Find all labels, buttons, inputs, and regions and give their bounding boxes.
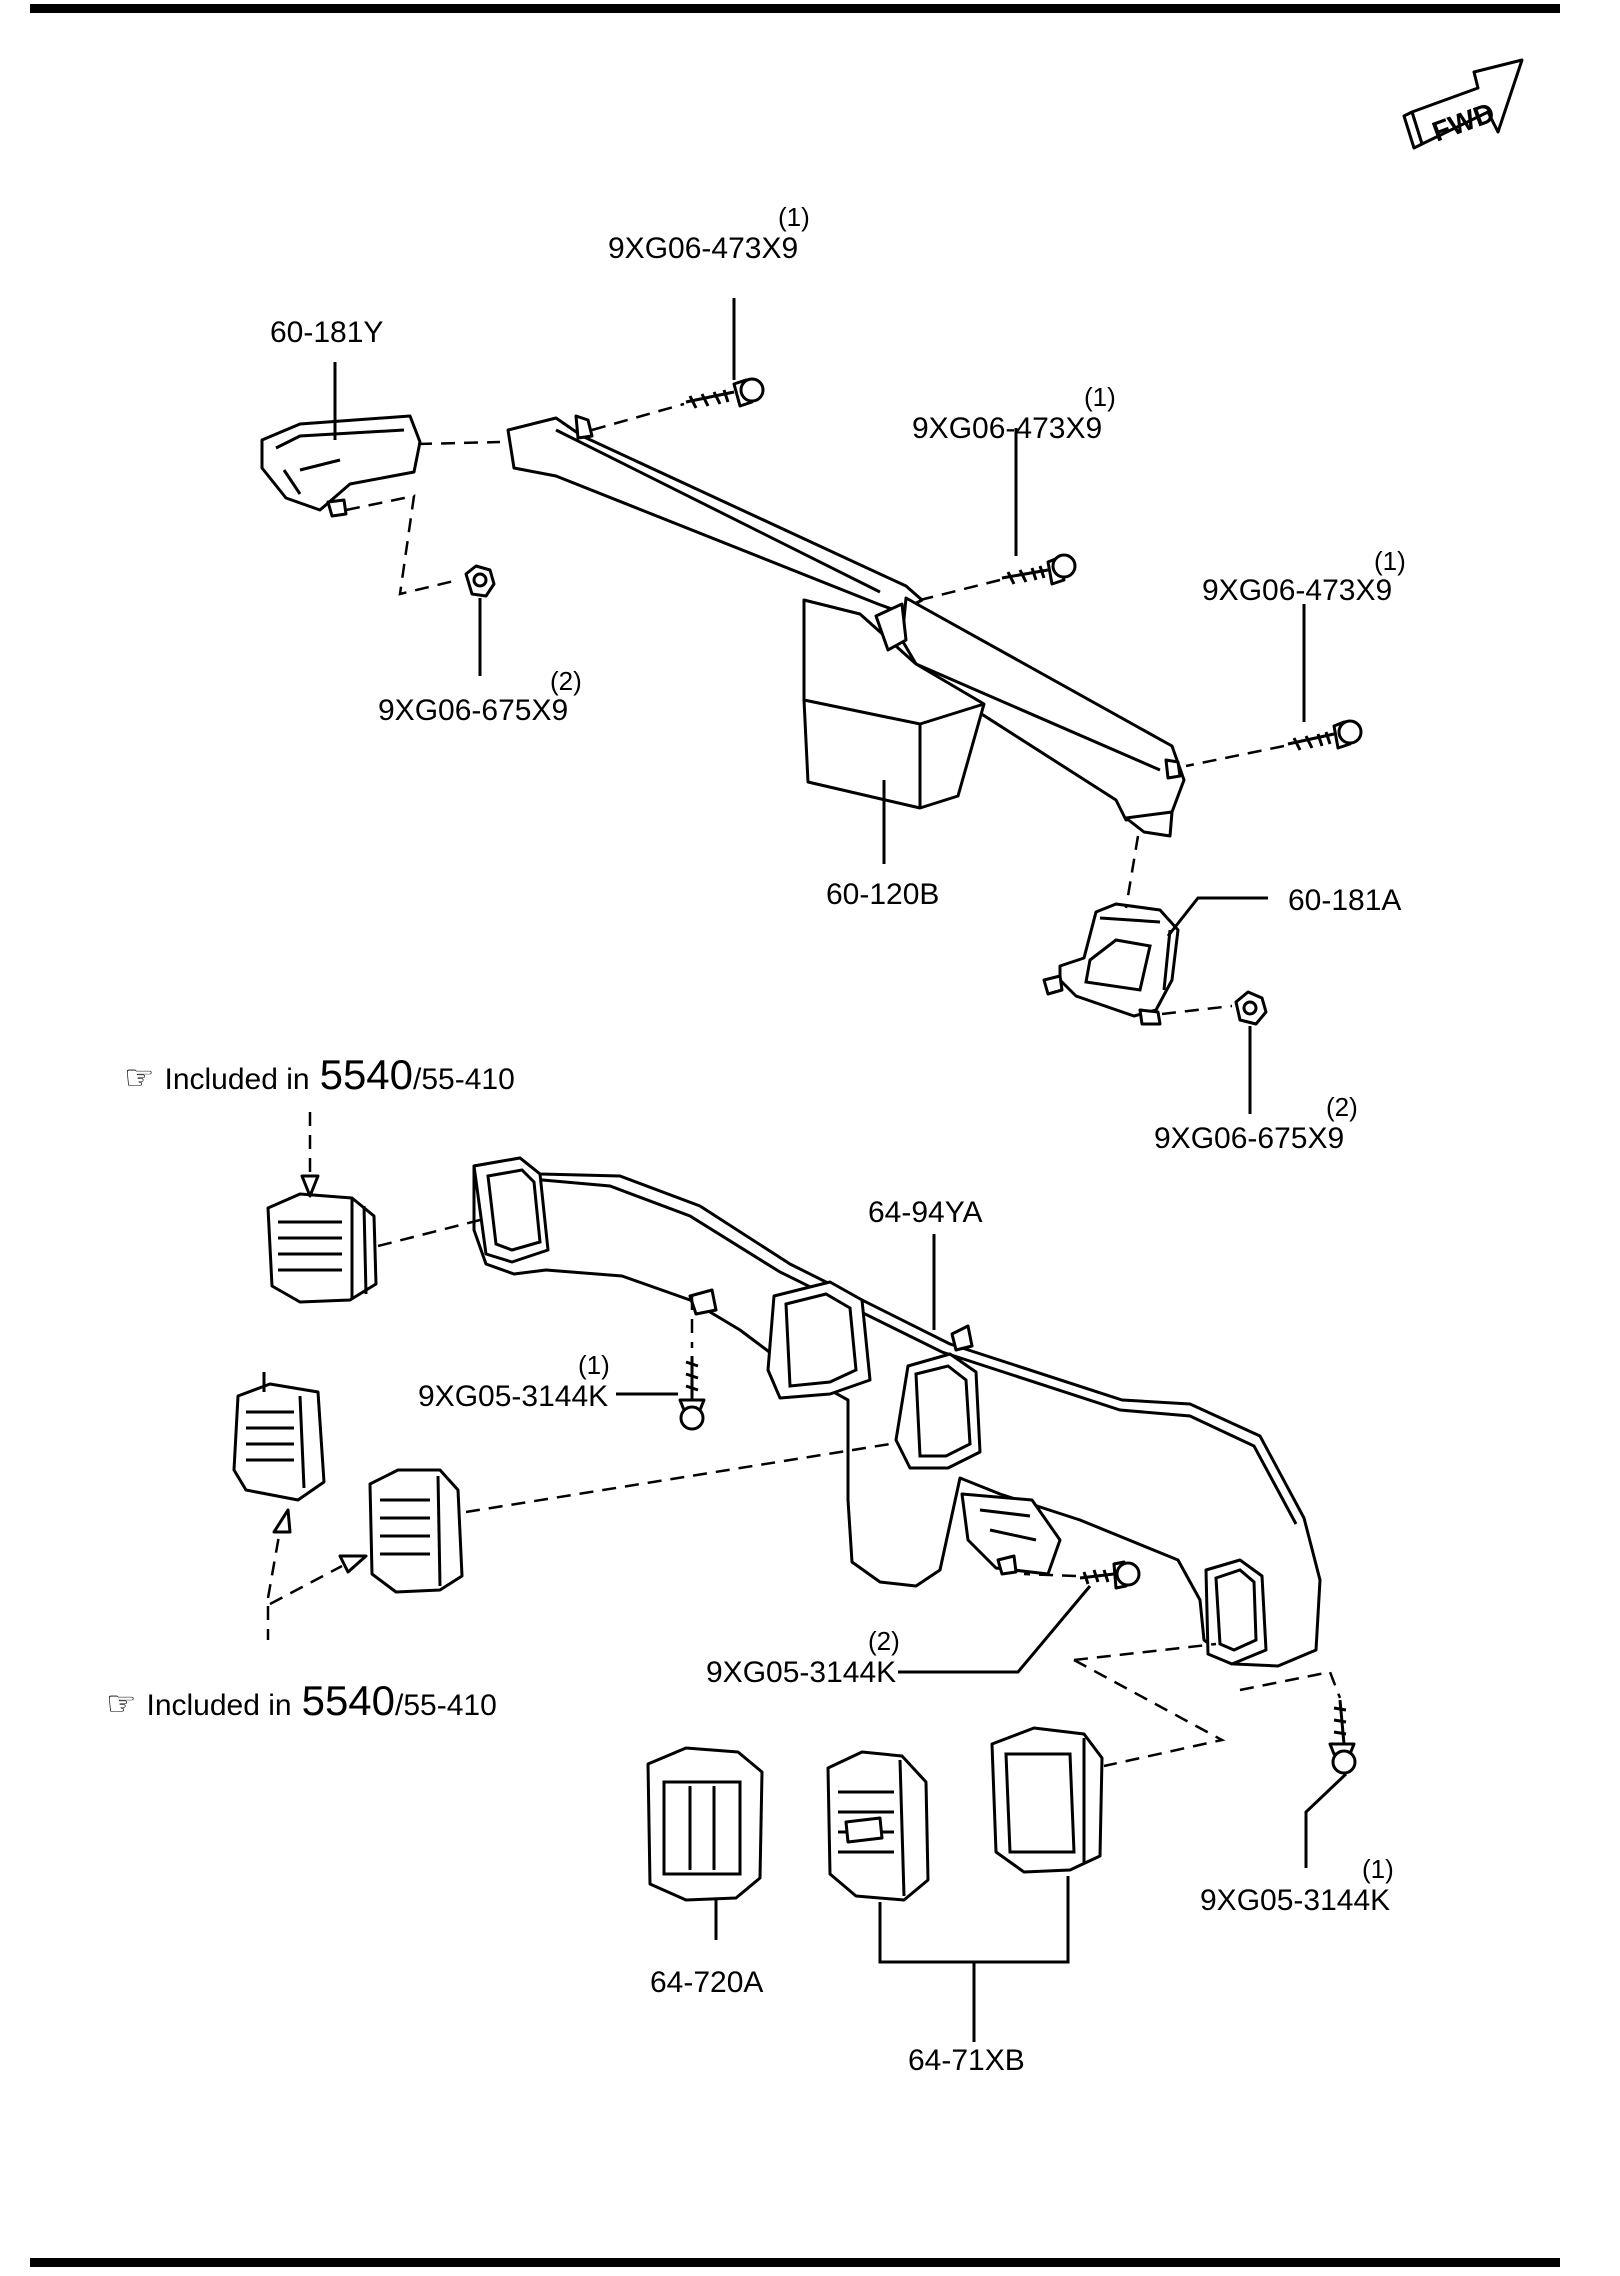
- screw-icon: [1079, 1560, 1141, 1590]
- included-text: Included in: [146, 1689, 292, 1722]
- screw-b-qty: (2): [868, 1626, 900, 1656]
- bolt-icon: [1287, 719, 1363, 751]
- nut-left-label: 9XG06-675X9: [378, 694, 569, 727]
- screw-c-qty: (1): [1362, 1854, 1394, 1884]
- nut-icon: [1234, 990, 1268, 1026]
- bottom-rule: [30, 2258, 1560, 2267]
- nut-right-qty: (2): [1326, 1092, 1358, 1122]
- side-vent-small: [232, 1372, 326, 1502]
- nut-right-label: 9XG06-675X9: [1154, 1122, 1345, 1155]
- bolt-icon: [1001, 553, 1077, 586]
- top-rule: [30, 4, 1560, 13]
- screw-a-qty: (1): [578, 1350, 610, 1380]
- outlet-vent-64-71XB-right: [990, 1726, 1104, 1874]
- center-vent-small: [368, 1468, 464, 1594]
- bolt-b-qty: (1): [1084, 382, 1116, 412]
- included-note-bottom: ☞ Included in 5540/55-410: [106, 1680, 497, 1722]
- right-duct-label: 60-181A: [1288, 884, 1402, 917]
- nut-icon: [464, 564, 496, 598]
- bolt-c-qty: (1): [1374, 546, 1406, 576]
- pointing-hand-icon: ☞: [106, 1685, 137, 1723]
- screw-c-label: 9XG05-3144K: [1200, 1884, 1391, 1917]
- included-note-top: ☞ Included in 5540/55-410: [124, 1054, 515, 1096]
- fwd-arrow-icon: FWD: [1402, 58, 1524, 150]
- bolt-b-label: 9XG06-473X9: [912, 412, 1103, 445]
- upper-center-duct: [506, 414, 1186, 838]
- included-ref-suffix: /55-410: [413, 1063, 515, 1096]
- outlet-vent-64-720A: [646, 1746, 764, 1902]
- outlet-vent-64-71XB-left: [826, 1750, 930, 1902]
- vent-pair-label: 64-71XB: [908, 2044, 1025, 2077]
- included-ref: 5540: [301, 1677, 396, 1724]
- vent-single-label: 64-720A: [650, 1966, 764, 1999]
- bolt-a-qty: (1): [778, 202, 810, 232]
- bolt-icon: [685, 377, 765, 409]
- screw-b-label: 9XG05-3144K: [706, 1656, 897, 1689]
- included-ref-suffix: /55-410: [395, 1689, 497, 1722]
- center-duct-label: 60-120B: [826, 878, 940, 911]
- left-side-duct: [260, 414, 422, 518]
- bolt-c-label: 9XG06-473X9: [1202, 574, 1393, 607]
- bolt-a-label: 9XG06-473X9: [608, 232, 799, 265]
- left-duct-label: 60-181Y: [270, 316, 384, 349]
- main-duct-label: 64-94YA: [868, 1196, 983, 1229]
- included-text: Included in: [164, 1063, 310, 1096]
- lower-main-duct: [472, 1156, 1322, 1668]
- screw-icon: [678, 1356, 706, 1431]
- screw-a-label: 9XG05-3144K: [418, 1380, 609, 1413]
- right-side-duct: [1042, 902, 1180, 1026]
- screw-icon: [1328, 1699, 1357, 1775]
- left-outlet-vent: [266, 1192, 378, 1304]
- pointing-hand-icon: ☞: [124, 1059, 155, 1097]
- included-ref: 5540: [319, 1051, 414, 1098]
- nut-left-qty: (2): [550, 666, 582, 696]
